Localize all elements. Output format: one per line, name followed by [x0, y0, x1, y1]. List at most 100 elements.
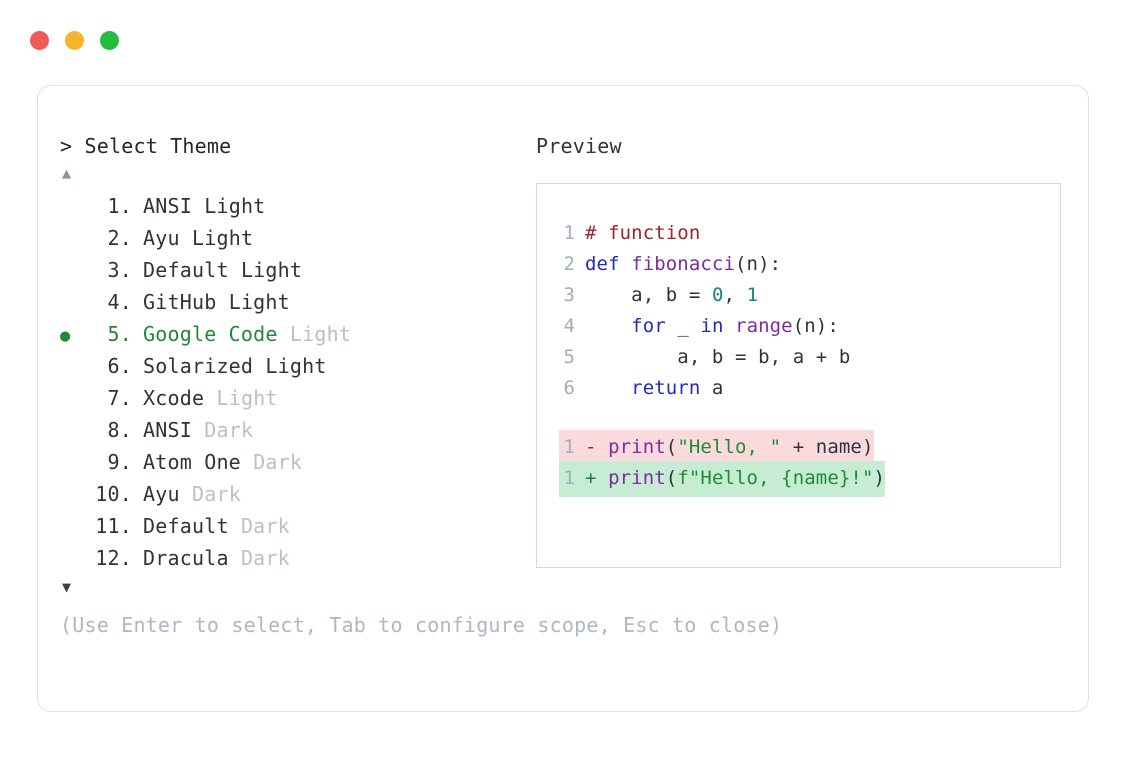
code-line-text: a, b = 0, 1: [575, 280, 758, 311]
theme-variant: Dark: [240, 546, 290, 570]
line-number: 1: [559, 461, 575, 497]
theme-list-item[interactable]: 1. ANSI Light: [60, 190, 530, 222]
theme-list-item[interactable]: 12. Dracula Dark: [60, 542, 530, 574]
theme-name-spacer: [216, 286, 228, 318]
theme-list-item[interactable]: 11. Default Dark: [60, 510, 530, 542]
maximize-window-button[interactable]: [100, 31, 119, 50]
close-window-button[interactable]: [30, 31, 49, 50]
theme-name-spacer: [192, 190, 204, 222]
theme-name-spacer: [229, 510, 241, 542]
theme-variant: Dark: [240, 514, 290, 538]
scroll-down-icon[interactable]: ▼: [62, 578, 72, 596]
diff-line-text: + print(f"Hello, {name}!"): [575, 461, 886, 497]
theme-variant: Light: [240, 258, 303, 282]
theme-name: Atom One: [143, 450, 241, 474]
code-line-text: return a: [575, 373, 723, 404]
theme-list-item[interactable]: 10.Ayu Dark: [60, 478, 530, 510]
theme-index: 7.: [107, 386, 132, 410]
code-token-str: f"Hello, {name}!": [677, 467, 874, 489]
theme-variant: Light: [265, 354, 327, 378]
prompt-marker: >: [60, 134, 73, 158]
theme-list-item[interactable]: 7. Xcode Light: [60, 382, 530, 414]
window-controls: [30, 31, 119, 50]
code-token-plain: [723, 315, 735, 337]
theme-name: Ayu: [143, 482, 180, 506]
code-token-plain: ): [873, 467, 886, 489]
line-number: 1: [559, 430, 575, 466]
theme-index: 11.: [95, 514, 132, 538]
code-line-text: # function: [575, 218, 700, 249]
theme-name-spacer: [192, 414, 204, 446]
diff-line-text: - print("Hello, " + name): [575, 430, 874, 466]
code-token-kw: return: [631, 377, 701, 399]
theme-name-spacer: [229, 542, 241, 574]
theme-name-spacer: [180, 478, 192, 510]
theme-variant: Dark: [204, 418, 254, 442]
theme-list-item[interactable]: 2.Ayu Light: [60, 222, 530, 254]
code-token-plain: ,: [723, 284, 747, 306]
theme-name: ANSI: [143, 194, 192, 218]
theme-list-item[interactable]: 6.Solarized Light: [60, 350, 530, 382]
theme-index: 9.: [107, 450, 132, 474]
code-line-text: for _ in range(n):: [575, 311, 839, 342]
theme-index: 5.: [107, 322, 132, 346]
theme-name-spacer: [180, 222, 192, 254]
code-line-text: def fibonacci(n):: [575, 249, 781, 280]
theme-list-item[interactable]: 4.GitHub Light: [60, 286, 530, 318]
diff-marker: -: [585, 436, 609, 458]
theme-index: 12.: [95, 546, 132, 570]
line-number: 2: [563, 253, 575, 275]
theme-select-column: > Select Theme ▲ 1. ANSI Light 2.Ayu Light…: [60, 132, 530, 600]
code-line: 4 for _ in range(n):: [559, 311, 1060, 342]
theme-index: 4.: [107, 290, 132, 314]
code-token-plain: _: [665, 315, 701, 337]
code-token-fn: print: [608, 467, 666, 489]
theme-name: Dracula: [143, 546, 229, 570]
line-number: 5: [563, 346, 575, 368]
code-token-plain: (: [665, 436, 678, 458]
theme-list-item[interactable]: ●5.Google Code Light: [60, 318, 530, 350]
prompt-header: > Select Theme: [60, 132, 530, 160]
code-token-comment: # function: [585, 222, 701, 244]
line-number: 1: [563, 222, 575, 244]
theme-name: Default: [143, 258, 229, 282]
diff-marker: +: [585, 467, 609, 489]
theme-variant: Dark: [191, 482, 241, 506]
theme-list-item[interactable]: 8.ANSI Dark: [60, 414, 530, 446]
theme-name: GitHub: [143, 290, 217, 314]
theme-name: Xcode: [143, 386, 205, 410]
scroll-up-icon[interactable]: ▲: [62, 164, 72, 182]
selected-bullet-icon: ●: [60, 326, 71, 346]
theme-name-spacer: [241, 446, 253, 478]
theme-name: ANSI: [143, 418, 192, 442]
theme-name-spacer: [204, 382, 216, 414]
code-token-fn: range: [735, 315, 793, 337]
theme-variant: Light: [204, 194, 266, 218]
theme-list-item[interactable]: 3. Default Light: [60, 254, 530, 286]
page-title: Select Theme: [84, 134, 232, 158]
theme-name-spacer: [278, 318, 290, 350]
code-token-num: 1: [746, 284, 759, 306]
code-token-plain: (: [665, 467, 678, 489]
code-token-kw: in: [700, 315, 724, 337]
theme-index: 6.: [107, 354, 132, 378]
code-token-kw: for: [631, 315, 666, 337]
line-number: 3: [563, 284, 575, 306]
code-token-plain: a: [700, 377, 724, 399]
theme-list: 1. ANSI Light 2.Ayu Light 3. Default Light 4.…: [60, 190, 530, 574]
theme-index: 3.: [107, 258, 132, 282]
code-token-fn: fibonacci: [631, 253, 736, 275]
code-line-text: a, b = b, a + b: [575, 342, 850, 373]
theme-name: Default: [143, 514, 229, 538]
code-token-plain: [585, 377, 631, 399]
theme-variant: Light: [216, 386, 278, 410]
code-token-plain: (n):: [792, 315, 839, 337]
code-token-num: 0: [711, 284, 724, 306]
minimize-window-button[interactable]: [65, 31, 84, 50]
theme-index: 1.: [107, 194, 132, 218]
code-token-str: "Hello, ": [677, 436, 782, 458]
theme-list-item[interactable]: 9.Atom One Dark: [60, 446, 530, 478]
theme-picker-dialog: > Select Theme ▲ 1. ANSI Light 2.Ayu Light…: [37, 85, 1089, 712]
